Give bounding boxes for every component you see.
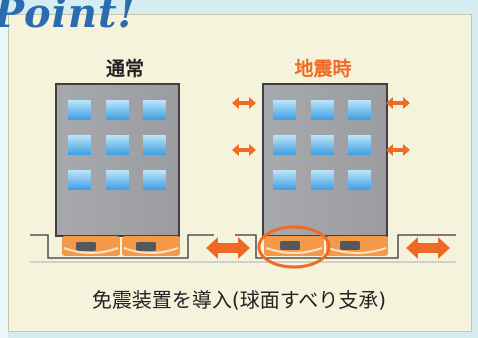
point-badge: Point! [0,0,136,37]
bearings-normal [62,236,180,256]
window-grid-earthquake [273,100,371,190]
label-normal: 通常 [105,58,144,80]
left-edge [0,14,8,338]
label-earthquake: 地震時 [294,58,352,80]
bearings-earthquake [264,236,388,256]
building-earthquake [262,83,388,237]
building-normal [55,83,180,237]
double-arrow-icon [206,97,450,259]
caption: 免震装置を導入(球面すべり支承) [91,288,387,312]
ground-line [30,234,456,263]
highlight-circle-icon [257,225,331,269]
window-grid-normal [68,100,166,190]
